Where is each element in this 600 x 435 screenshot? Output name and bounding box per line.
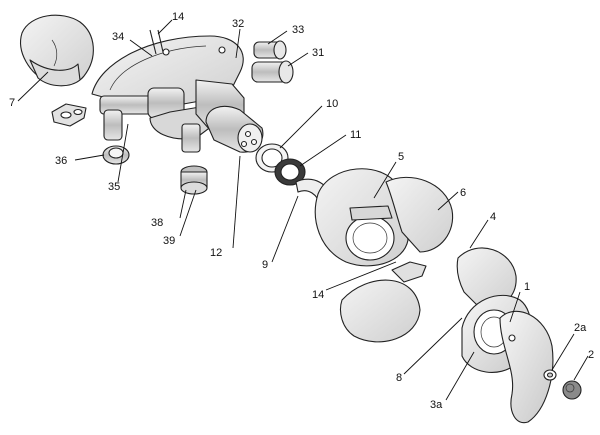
callout-10: 10 xyxy=(326,98,338,110)
callout-31: 31 xyxy=(312,47,324,59)
callout-38: 38 xyxy=(151,217,163,229)
part-12-cartridge xyxy=(205,105,264,153)
callout-9: 9 xyxy=(262,259,268,271)
part-5-escutcheon xyxy=(314,168,409,267)
part-38-39-insert xyxy=(180,165,208,195)
callout-32: 32 xyxy=(232,18,244,30)
part-8-leaf-cover xyxy=(339,279,421,343)
callout-36: 36 xyxy=(55,155,67,167)
callout-39: 39 xyxy=(163,235,175,247)
part-1-lever-handle xyxy=(499,310,554,424)
callout-labels: 7 36 35 34 14 32 33 31 10 11 12 9 38 39 … xyxy=(9,11,594,411)
part-33-connector xyxy=(253,40,287,60)
part-10-ring xyxy=(255,143,289,173)
part-6-shroud xyxy=(385,176,454,253)
callout-1: 1 xyxy=(524,281,530,293)
part-2a-washer xyxy=(543,369,557,381)
callout-14-bottom: 14 xyxy=(312,289,324,301)
callout-8: 8 xyxy=(396,372,402,384)
callout-35: 35 xyxy=(108,181,120,193)
callout-12: 12 xyxy=(210,247,222,259)
part-11-ring xyxy=(274,158,306,186)
part-14-clip xyxy=(391,261,427,283)
callout-11: 11 xyxy=(350,129,361,141)
callout-14-top: 14 xyxy=(172,11,184,23)
callout-4: 4 xyxy=(490,211,496,223)
part-31-connector xyxy=(251,60,294,84)
leader-lines xyxy=(17,19,589,401)
callout-7: 7 xyxy=(9,97,15,109)
part-2-cap xyxy=(562,380,582,400)
callout-3a: 3a xyxy=(430,399,443,411)
callout-5: 5 xyxy=(398,151,404,163)
callout-2a: 2a xyxy=(574,322,587,334)
part-36-bracket-plate xyxy=(51,103,87,127)
callout-33: 33 xyxy=(292,24,304,36)
part-36-nut xyxy=(102,145,130,165)
callout-6: 6 xyxy=(460,187,466,199)
callout-34: 34 xyxy=(112,31,124,43)
part-7-cover-cap xyxy=(20,14,94,87)
callout-2: 2 xyxy=(588,349,594,361)
